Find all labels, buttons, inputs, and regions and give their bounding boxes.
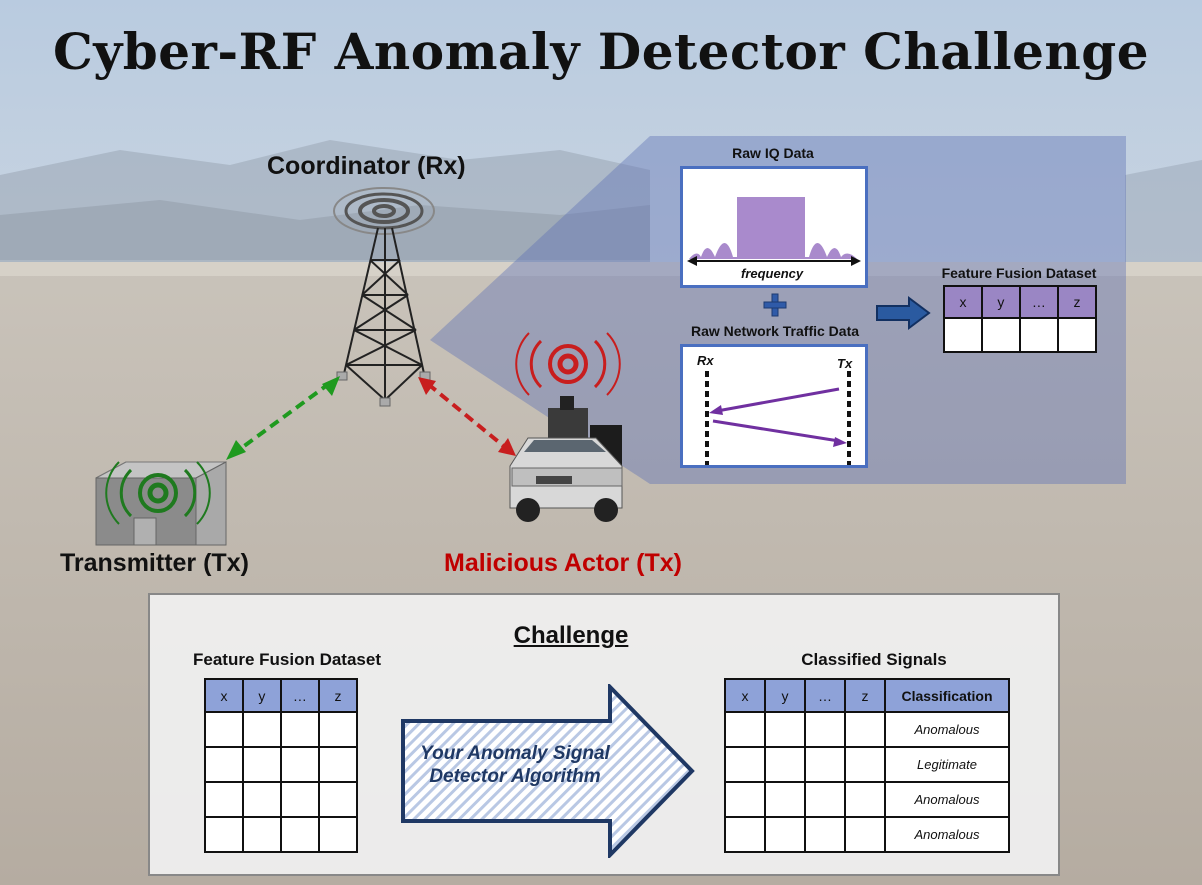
page-title: Cyber-RF Anomaly Detector Challenge: [52, 22, 1150, 81]
malicious-link-arrow: [418, 377, 516, 456]
tower-signal-icon: [333, 187, 435, 235]
column-header: x: [204, 678, 244, 713]
classification-cell: Anomalous: [884, 711, 1010, 748]
classification-cell: Anomalous: [884, 781, 1010, 818]
traffic-sequence-plot: [705, 371, 851, 465]
frequency-label: frequency: [741, 266, 804, 281]
coordinator-label: Coordinator (Rx): [267, 152, 466, 180]
malicious-signal-icon: [515, 332, 621, 396]
column-header: x: [943, 285, 983, 319]
raw-network-title: Raw Network Traffic Data: [690, 323, 860, 339]
inset-feature-fusion-title: Feature Fusion Dataset: [941, 265, 1097, 281]
table-row: [204, 816, 358, 853]
table-row: [943, 317, 1097, 353]
raw-iq-title: Raw IQ Data: [732, 145, 814, 161]
table-row: Legitimate: [724, 746, 1010, 783]
algorithm-line-2: Detector Algorithm: [429, 766, 601, 787]
malicious-truck-icon: [509, 396, 623, 522]
legitimate-link-arrow: [226, 376, 340, 460]
input-dataset-title: Feature Fusion Dataset: [193, 650, 381, 669]
column-header: y: [980, 285, 1021, 319]
inset-feature-fusion-table: x y … z: [943, 285, 1097, 353]
column-header: y: [764, 678, 806, 713]
rx-label: Rx: [697, 353, 714, 368]
transmitter-label: Transmitter (Tx): [60, 549, 249, 577]
algorithm-line-1: Your Anomaly Signal: [420, 743, 610, 764]
table-row: [204, 746, 358, 783]
column-header: …: [804, 678, 846, 713]
classification-cell: Anomalous: [884, 816, 1010, 853]
spectrum-plot: [687, 197, 861, 266]
algorithm-label: Your Anomaly Signal Detector Algorithm: [420, 742, 610, 788]
plus-icon: [763, 293, 787, 317]
column-header: …: [279, 678, 321, 713]
column-header: z: [318, 678, 358, 713]
table-row: [204, 711, 358, 748]
raw-iq-plot: frequency: [680, 166, 868, 288]
raw-network-plot: Rx Tx: [680, 344, 868, 468]
column-header: z: [844, 678, 886, 713]
classification-cell: Legitimate: [884, 746, 1010, 783]
column-header: z: [1057, 285, 1097, 319]
column-header: y: [241, 678, 282, 713]
column-header: …: [1018, 285, 1060, 319]
column-header: Classification: [884, 678, 1010, 713]
column-header: x: [724, 678, 766, 713]
table-row: Anomalous: [724, 816, 1010, 853]
tower-icon: [342, 227, 426, 401]
challenge-heading: Challenge: [513, 622, 629, 649]
table-row: Anomalous: [724, 781, 1010, 818]
transmitter-signal-icon: [105, 461, 211, 525]
table-row: [204, 781, 358, 818]
right-arrow-icon: [876, 296, 931, 330]
table-row: Anomalous: [724, 711, 1010, 748]
classified-signals-title: Classified Signals: [801, 650, 947, 669]
transmitter-building-icon: [95, 461, 227, 546]
tx-label: Tx: [837, 356, 853, 371]
malicious-actor-label: Malicious Actor (Tx): [444, 549, 682, 577]
input-dataset-table: x y … z: [204, 678, 358, 853]
algorithm-arrow: [401, 684, 695, 858]
classified-signals-table: x y … z Classification Anomalous Legitim…: [724, 678, 1010, 853]
